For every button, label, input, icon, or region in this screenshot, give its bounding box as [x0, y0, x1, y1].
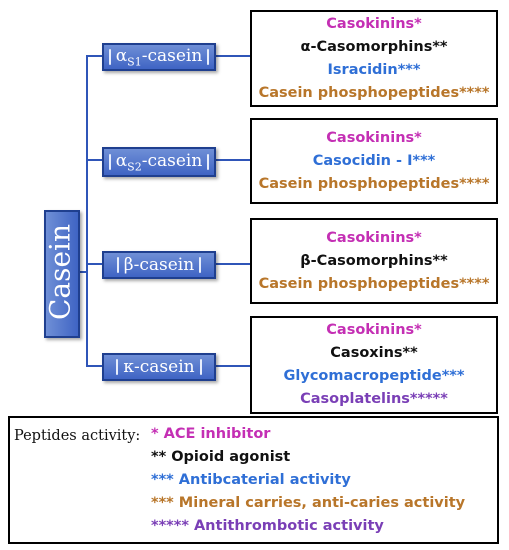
box-line-4: [216, 365, 250, 367]
peptide-item: β-Casomorphins**: [300, 252, 448, 269]
chip-bracket-right: [199, 359, 202, 375]
chip-alpha-s2-casein: αS2-casein: [102, 147, 216, 177]
peptide-item: Casein phosphopeptides****: [258, 275, 490, 292]
box-line-3: [216, 263, 250, 265]
legend-item-antibacterial: *** Antibcaterial activity: [151, 472, 351, 488]
chip-bracket-left: [109, 154, 111, 170]
activity-legend: Peptides activity: * ACE inhibitor ** Op…: [8, 416, 499, 544]
chip-kappa-casein: κ-casein: [102, 353, 216, 381]
casein-root-label: Casein: [43, 223, 77, 321]
peptide-item: Isracidin***: [327, 61, 421, 78]
peptide-item: Casein phosphopeptides****: [258, 175, 490, 192]
peptide-box-alpha-s1: Casokinins* α-Casomorphins** Isracidin**…: [250, 10, 498, 107]
chip-alpha-s1-casein: αS1-casein: [102, 43, 216, 71]
casein-root-node: [44, 210, 80, 338]
chip-label: αS2-casein: [115, 150, 203, 174]
peptide-box-beta: Casokinins* β-Casomorphins** Casein phos…: [250, 218, 498, 304]
chip-label: αS1-casein: [115, 45, 203, 69]
chip-bracket-right: [199, 257, 202, 273]
box-line-1: [216, 55, 250, 57]
chip-beta-casein: β-casein: [102, 251, 216, 279]
legend-title: Peptides activity:: [14, 428, 141, 444]
peptide-item: Casokinins*: [326, 322, 422, 338]
chip-bracket-right: [207, 154, 209, 170]
chip-bracket-left: [109, 49, 111, 65]
chip-bracket-left: [116, 257, 119, 273]
peptide-item: Glycomacropeptide***: [283, 368, 465, 384]
peptide-item: Casokinins*: [326, 229, 422, 246]
branch-line-2: [86, 159, 102, 161]
branch-line-4: [86, 365, 102, 367]
legend-item-antithrombotic: ***** Antithrombotic activity: [151, 518, 384, 534]
branch-line-1: [86, 55, 102, 57]
chip-bracket-right: [207, 49, 209, 65]
legend-item-ace: * ACE inhibitor: [151, 426, 271, 442]
branch-line-3: [86, 263, 102, 265]
box-line-2: [216, 159, 250, 161]
peptide-item: α-Casomorphins**: [300, 38, 448, 55]
chip-label: β-casein: [123, 255, 195, 275]
peptide-item: Casocidin - I***: [312, 152, 436, 169]
legend-item-mineral: *** Mineral carries, anti-caries activit…: [151, 495, 466, 511]
chip-bracket-left: [116, 359, 119, 375]
legend-item-opioid: ** Opioid agonist: [151, 449, 291, 465]
root-connector: [78, 271, 88, 273]
peptide-item: Casokinins*: [326, 129, 422, 146]
peptide-item: Casoplatelins*****: [300, 391, 448, 407]
peptide-item: Casein phosphopeptides****: [258, 84, 490, 101]
peptide-box-kappa: Casokinins* Casoxins** Glycomacropeptide…: [250, 316, 498, 414]
peptide-item: Casokinins*: [326, 15, 422, 32]
peptide-box-alpha-s2: Casokinins* Casocidin - I*** Casein phos…: [250, 118, 498, 204]
chip-label: κ-casein: [123, 357, 195, 377]
peptide-item: Casoxins**: [330, 345, 418, 361]
trunk-line: [86, 55, 88, 366]
